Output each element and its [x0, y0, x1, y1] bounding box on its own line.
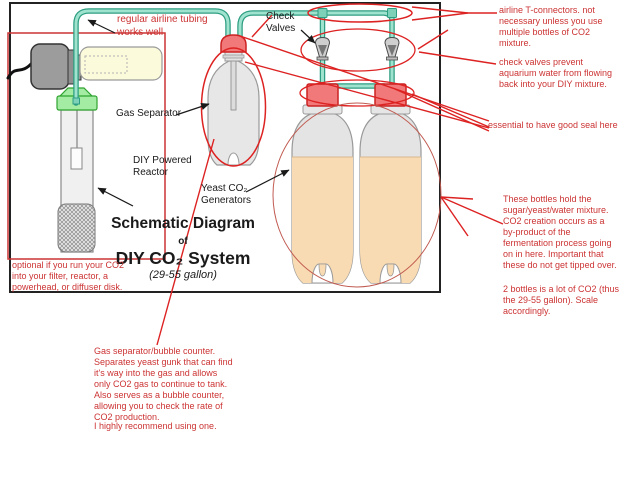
yeast-bottle-left	[291, 83, 354, 284]
powerhead-filter	[6, 43, 163, 90]
title-line3: DIY CO₂ System	[115, 248, 251, 268]
checkvalve-arrow	[300, 29, 316, 44]
checkvalve-ellipse	[300, 28, 416, 72]
check-valves-note: check valves prevent aquarium water from…	[499, 57, 613, 89]
tubing-note-label: regular airline tubing works well	[117, 14, 208, 38]
yeast-mixture	[292, 157, 353, 283]
dip-tube	[230, 53, 237, 111]
check-valve-right	[384, 36, 400, 61]
seal-note: essential to have good seal here	[488, 120, 618, 130]
black-arrows	[87, 19, 316, 207]
t-connectors-note: airline T-connectors. not necessary unle…	[499, 5, 603, 48]
bottles-circle	[272, 102, 442, 288]
check-valves-label: Check Valves	[266, 11, 296, 34]
recommend-note: I highly recommend using one.	[94, 421, 217, 431]
t-connectors	[317, 8, 397, 18]
power-cord	[6, 61, 34, 80]
separator-body	[207, 60, 260, 166]
optional-note: optional if you run your CO2 into your f…	[12, 260, 125, 292]
caps-ellipse	[299, 79, 415, 107]
separator-cap	[220, 34, 247, 53]
red-annotation-shapes	[200, 3, 442, 288]
title-line2: of	[178, 236, 188, 247]
diy-reactor	[56, 87, 98, 253]
check-valve-left	[314, 36, 331, 61]
scale-note: 2 bottles is a lot of CO2 (thus the 29-5…	[503, 284, 620, 316]
bottles-note: These bottles hold the sugar/yeast/water…	[503, 194, 617, 270]
yeast-bottle-right	[359, 83, 422, 284]
yeast-generators-label: Yeast CO₂ Generators	[201, 183, 252, 206]
reactor-arrow	[97, 187, 134, 207]
title-line1: Schematic Diagram	[111, 215, 255, 232]
separator-arrow	[175, 103, 210, 116]
title-line4: (29-55 gallon)	[149, 269, 217, 281]
tubing-arrow	[87, 19, 116, 34]
gas-separator-label: Gas Separator	[116, 108, 182, 119]
optional-equipment-box	[7, 32, 166, 260]
separator-note: Gas separator/bubble counter. Separates …	[94, 346, 233, 422]
bottle-cap	[306, 83, 339, 107]
diy-reactor-label: DIY Powered Reactor	[133, 155, 192, 178]
yeast-mixture	[360, 157, 421, 283]
yeast-arrow	[245, 169, 290, 193]
motor-body	[30, 43, 70, 90]
red-leader-lines	[156, 6, 504, 346]
airstone	[70, 147, 83, 170]
diagram-border	[9, 2, 441, 293]
intake-cartridge	[79, 46, 163, 81]
gas-separator-bottle	[207, 34, 260, 166]
tconnector-ellipse	[307, 3, 413, 23]
